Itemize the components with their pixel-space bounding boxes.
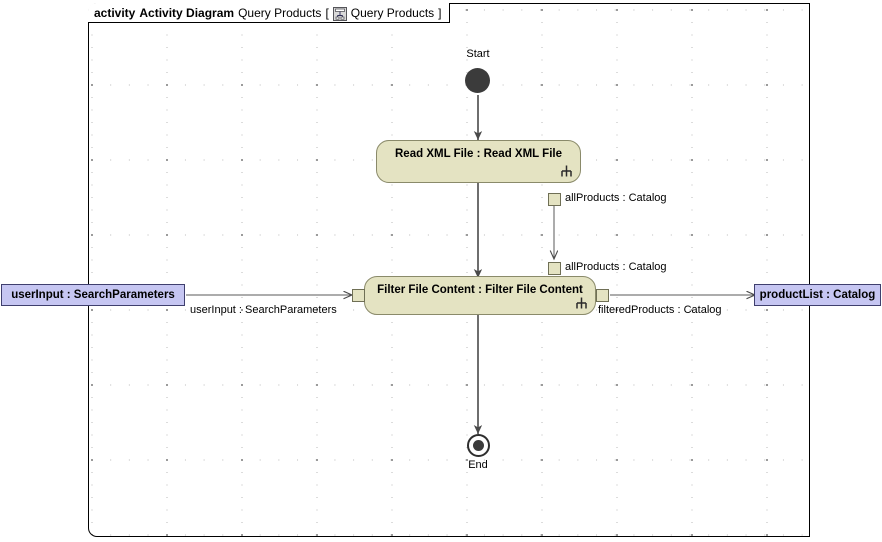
edge-label-filtered-products: filteredProducts : Catalog	[598, 304, 722, 316]
input-pin-all-products-label: allProducts : Catalog	[565, 261, 667, 273]
input-pin-user-input[interactable]	[352, 289, 365, 302]
action-filter-file-content[interactable]: Filter File Content : Filter File Conten…	[364, 276, 596, 315]
output-pin-all-products-label: allProducts : Catalog	[565, 192, 667, 204]
action-read-xml-file[interactable]: Read XML File : Read XML File	[376, 140, 581, 183]
activity-frame	[88, 3, 810, 537]
activity-parameter-node-product-list[interactable]: productList : Catalog	[754, 284, 881, 306]
frame-name-tab: activity Activity Diagram Query Products…	[88, 3, 450, 23]
input-pin-all-products[interactable]	[548, 262, 561, 275]
frame-bracket-close: ]	[438, 5, 442, 20]
initial-node[interactable]	[465, 68, 490, 93]
activity-final-node-caption: End	[468, 459, 488, 471]
initial-node-caption: Start	[466, 48, 490, 60]
frame-keyword: activity	[94, 5, 136, 20]
rake-icon	[561, 165, 572, 177]
action-filter-file-content-label: Filter File Content : Filter File Conten…	[377, 284, 583, 296]
frame-type-name: Activity Diagram	[139, 5, 235, 20]
frame-diagram-name: Query Products	[238, 5, 322, 20]
activity-final-node[interactable]	[467, 434, 490, 457]
output-pin-filtered-products[interactable]	[596, 289, 609, 302]
edge-label-user-input: userInput : SearchParameters	[190, 304, 337, 316]
activity-parameter-node-user-input[interactable]: userInput : SearchParameters	[1, 284, 185, 306]
rake-icon	[576, 297, 587, 309]
output-pin-all-products[interactable]	[548, 193, 561, 206]
activity-diagram-icon	[332, 6, 347, 21]
frame-bracket-open: [	[325, 5, 329, 20]
frame-context-name: Query Products	[350, 5, 435, 20]
action-read-xml-file-label: Read XML File : Read XML File	[395, 148, 562, 160]
